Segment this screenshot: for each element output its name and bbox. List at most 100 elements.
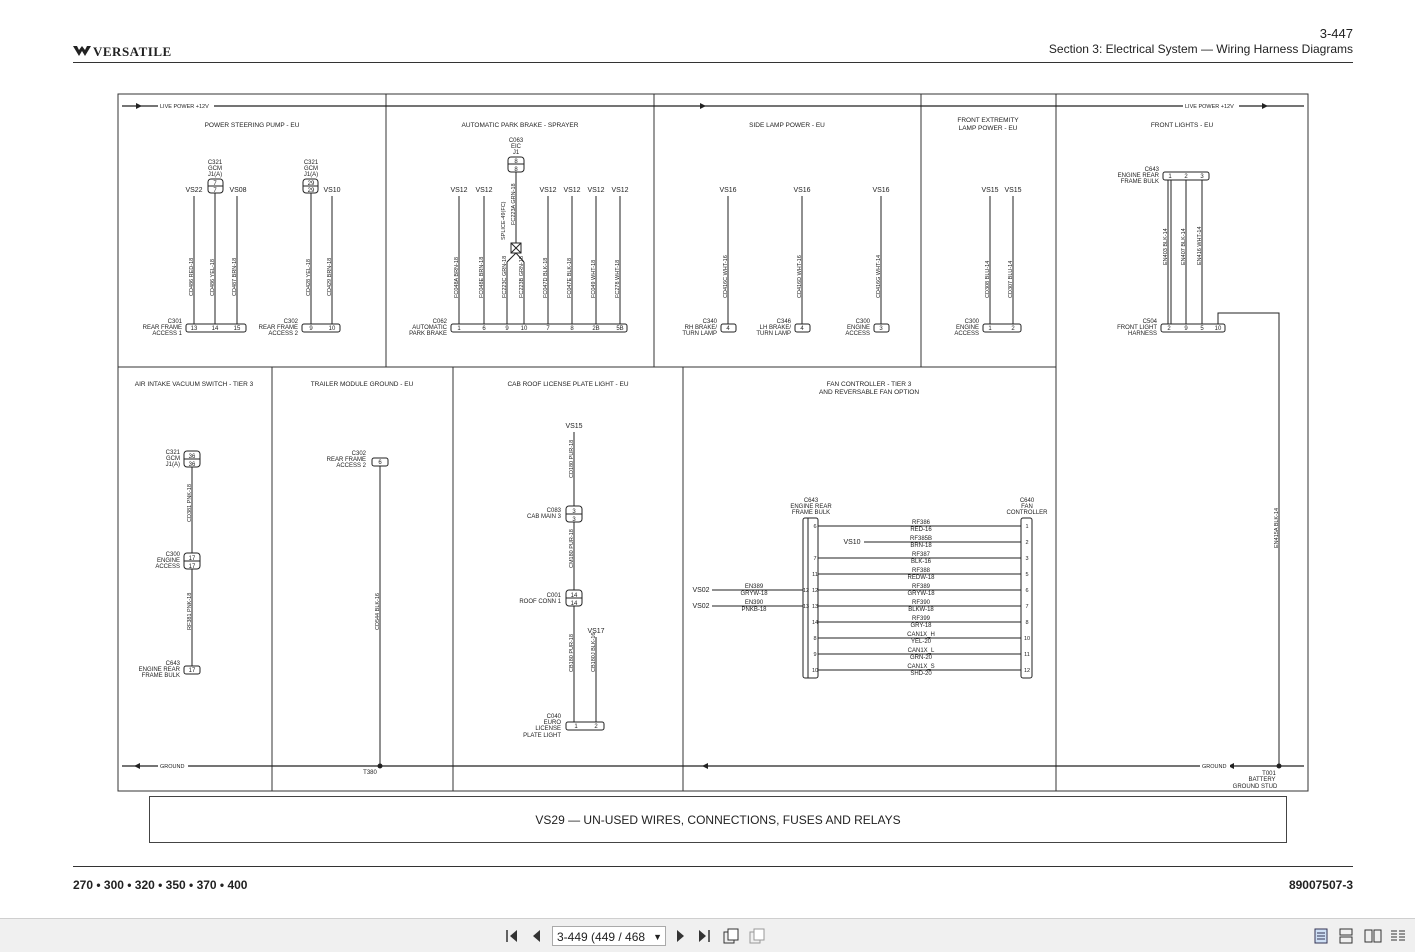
vs-label: VS12 [563, 187, 580, 194]
pin-label: 1 [1168, 174, 1172, 180]
pin-label: 1 [574, 724, 578, 730]
conn-label: C640 [1020, 498, 1035, 504]
wire-label: EN390 [745, 600, 764, 606]
section-title: Section 3: Electrical System — Wiring Ha… [1048, 42, 1353, 56]
versatile-logo: VERSATILE [73, 44, 172, 60]
wire-color-label: GRY-18 [910, 623, 932, 629]
pin-label: 2 [594, 724, 598, 730]
wire-label: FC047D BLK-18 [543, 258, 549, 298]
paste-page-icon[interactable] [748, 927, 766, 945]
wire-label: EN407 BLK-14 [1181, 228, 1187, 265]
pin-label: 3 [572, 517, 576, 523]
conn-label: C300 [965, 319, 980, 325]
conn-label: TURN LAMP [682, 331, 717, 337]
conn-label: ACCESS 1 [152, 331, 182, 337]
conn-label: RH BRAKE/ [685, 325, 718, 331]
conn-label: C040 [547, 714, 562, 720]
page-number-field[interactable]: 3-449 (449 / 468 ▼ [552, 926, 666, 946]
ground-label: GROUND [1202, 764, 1226, 770]
conn-label: REAR FRAME [259, 325, 298, 331]
wire-label: CD307 BLU-14 [1008, 261, 1014, 298]
pin-label: 10 [521, 326, 528, 332]
chevron-down-icon[interactable]: ▼ [653, 932, 662, 942]
wire-label: RF389 [912, 584, 931, 590]
ground-node-icon [377, 763, 383, 769]
pin-label: 8 [514, 159, 518, 165]
last-page-icon[interactable] [695, 927, 713, 945]
copy-page-icon[interactable] [722, 927, 740, 945]
bus-arrow-icon [1262, 103, 1268, 109]
pin-label: 13 [812, 604, 818, 610]
conn-label: ENGINE [847, 325, 870, 331]
conn-label: C643 [166, 661, 181, 667]
connector-shape [1160, 323, 1226, 333]
wire-label: RF385B [910, 536, 932, 542]
conn-label: C340 [703, 319, 718, 325]
pin-label: 7 [213, 188, 217, 194]
prev-page-icon[interactable] [528, 927, 546, 945]
vs-label: VS16 [872, 187, 889, 194]
pin-label: 2B [592, 326, 599, 332]
pin-label: 3 [572, 509, 576, 515]
conn-label: REAR FRAME [143, 325, 182, 331]
ground-stud-label: T380 [363, 770, 377, 776]
conn-label: C083 [547, 508, 562, 514]
view-cover-icon[interactable] [1389, 927, 1407, 945]
vs-label: VS12 [539, 187, 556, 194]
connector-shape [794, 323, 811, 333]
panel-title-park-brake: AUTOMATIC PARK BRAKE - SPRAYER [462, 122, 579, 129]
connector-shape [802, 517, 819, 679]
wire-color-label: BLKW-18 [908, 607, 934, 613]
view-continuous-icon[interactable] [1337, 927, 1355, 945]
bus-arrow-icon [1228, 763, 1234, 769]
versatile-logo-icon [73, 46, 91, 56]
conn-label: ACCESS 2 [268, 331, 298, 337]
conn-label: PARK BRAKE [409, 331, 447, 337]
panel-title-fan-controller-2: AND REVERSABLE FAN OPTION [819, 389, 919, 396]
conn-label: FRAME BULK [792, 510, 830, 516]
pin-label: 7 [1025, 604, 1028, 610]
pin-label: 1 [457, 326, 461, 332]
conn-label: EURO [544, 720, 562, 726]
connector-shape [183, 665, 201, 675]
next-page-icon[interactable] [671, 927, 689, 945]
conn-label: C321 [166, 450, 181, 456]
vs29-label: VS29 — UN-USED WIRES, CONNECTIONS, FUSES… [535, 812, 901, 827]
document-number: 89007507-3 [1288, 878, 1353, 892]
wire-label: CB180 PUR-18 [569, 634, 575, 672]
conn-label: C321 [304, 160, 319, 166]
pin-label: 2 [1025, 540, 1028, 546]
page-number: 3-447 [1319, 26, 1353, 41]
view-facing-icon[interactable] [1364, 927, 1382, 945]
wire-label: RF387 [912, 552, 931, 558]
connector-shape [1020, 517, 1033, 679]
pin-label: 9 [505, 326, 509, 332]
wire-label: CD416G WHT-14 [876, 255, 882, 298]
panel-title-trailer-ground: TRAILER MODULE GROUND - EU [311, 381, 414, 388]
pin-label: 12 [803, 588, 809, 594]
vs-label: VS12 [475, 187, 492, 194]
pin-label: 6 [482, 326, 486, 332]
wire-label: FC223B GRN-18 [519, 256, 525, 298]
conn-label: J1(A) [208, 172, 222, 178]
conn-label: ACCESS [845, 331, 870, 337]
pin-label: 3 [1025, 556, 1028, 562]
pin-label: 6 [813, 524, 816, 530]
wire-label: CAN1X_S [907, 664, 934, 670]
wire-label: FC048A BRN-18 [454, 257, 460, 298]
panel-title-license-plate: CAB ROOF LICENSE PLATE LIGHT - EU [507, 381, 628, 388]
pin-label: 12 [812, 588, 818, 594]
pin-label: 6 [378, 460, 382, 466]
wire-label: FC278 WHT-18 [615, 260, 621, 298]
first-page-icon[interactable] [503, 927, 521, 945]
wire-color-label: GRN-20 [910, 655, 933, 661]
conn-label: ENGINE REAR [1118, 173, 1160, 179]
wiring-diagram: LIVE POWER +12V LIVE POWER +12V GROUND G… [117, 93, 1309, 792]
conn-label: LH BRAKE/ [760, 325, 792, 331]
pin-label: 36 [189, 462, 196, 468]
wire-label: CD180 PUR-18 [569, 440, 575, 478]
view-single-icon[interactable] [1312, 927, 1330, 945]
vs-label: VS16 [793, 187, 810, 194]
wire-label: CD486 YEL-18 [210, 259, 216, 296]
vs-label: VS17 [587, 628, 604, 635]
